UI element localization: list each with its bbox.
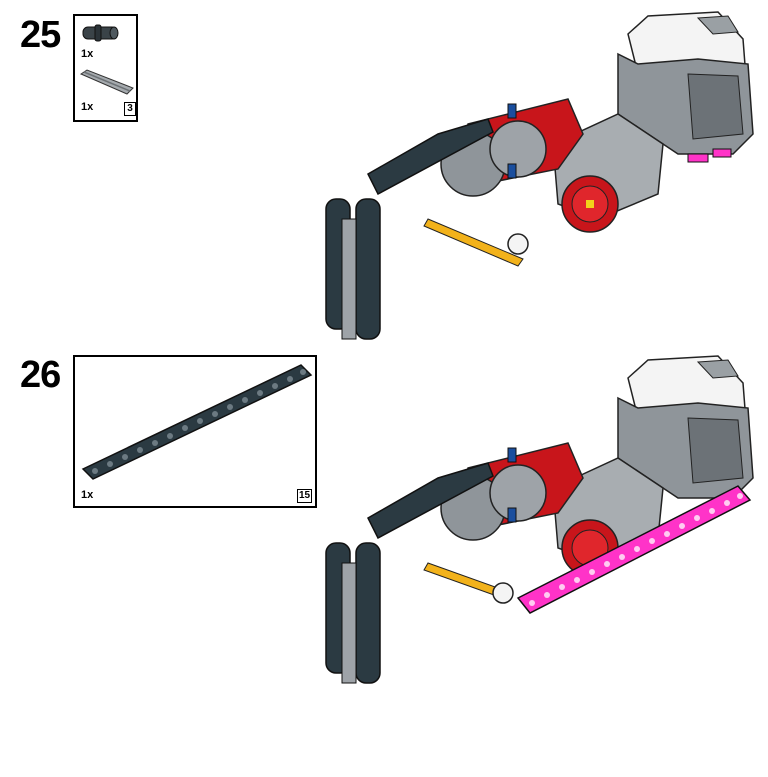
axle-length-badge: 3 [124, 102, 136, 116]
step-number-26: 26 [20, 354, 61, 396]
parts-callout-step-25: 1x 1x 3 [73, 14, 138, 122]
parts-callout-step-26: 1x 15 [73, 355, 317, 508]
step-number-25: 25 [20, 14, 61, 56]
black-connector-peg-icon [82, 24, 119, 42]
part-quantity: 1x [81, 48, 94, 60]
beam-length-badge: 15 [297, 489, 313, 503]
assembly-model-step-26 [325, 355, 754, 684]
assembly-model-step-25 [325, 11, 754, 340]
part-quantity: 1x [81, 489, 94, 501]
dark-liftarm-beam-icon [81, 364, 313, 480]
part-quantity: 1x [81, 101, 94, 113]
grey-axle-icon [79, 69, 134, 95]
